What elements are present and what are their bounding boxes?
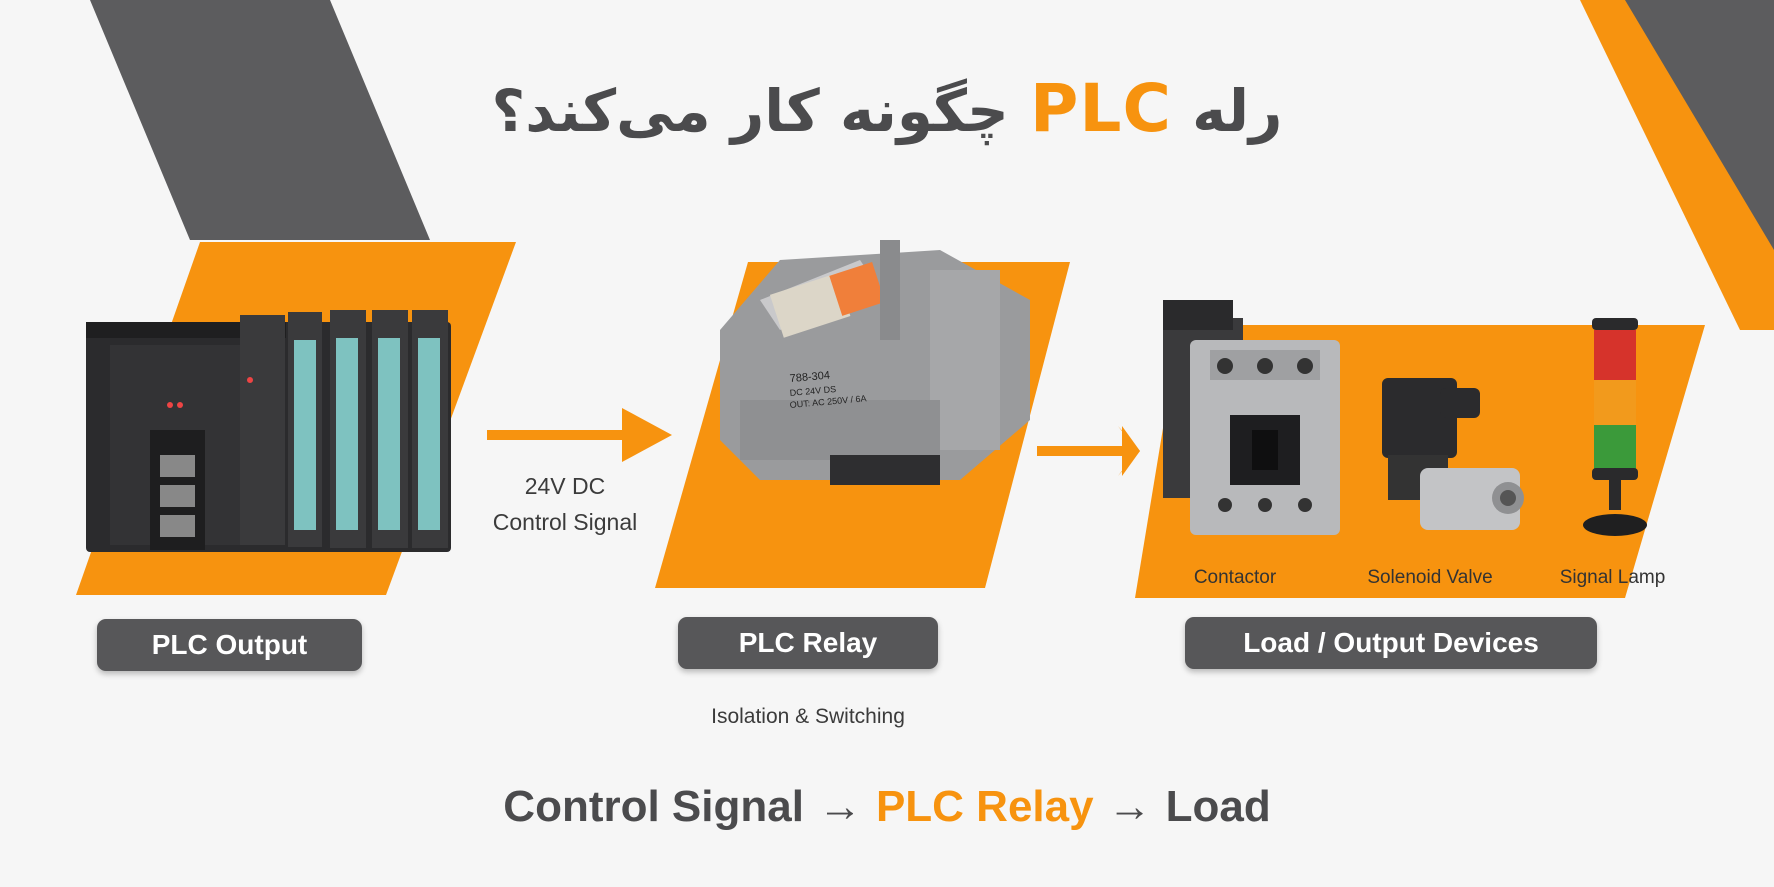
flow-step-load: Load <box>1165 782 1271 831</box>
signal-lamp-icon <box>1583 318 1647 536</box>
signal-lamp-label: Signal Lamp <box>1559 567 1666 588</box>
flow-arrow-2: → <box>1107 782 1152 831</box>
signal-caption-line2: Control Signal <box>492 509 638 535</box>
title-suffix: چگونه کار می‌کند؟ <box>491 77 1009 145</box>
contactor-icon <box>1163 300 1340 535</box>
signal-caption-line1: 24V DC <box>524 473 606 499</box>
left-diagonal-band <box>90 0 430 240</box>
flow-step-control-signal: Control Signal <box>503 782 804 831</box>
flow-arrow-1: → <box>817 782 862 831</box>
plc-device-icon <box>86 310 451 552</box>
contactor-label: Contactor <box>1193 567 1277 588</box>
plc-relay-label: PLC Relay <box>678 617 938 669</box>
relay-coil-label: DC 24V DS <box>789 384 836 398</box>
relay-device-icon: 788-304 DC 24V DS OUT: AC 250V / 6A <box>720 240 1030 485</box>
page-title: رله PLC چگونه کار می‌کند؟ <box>0 70 1774 147</box>
relay-model-label: 788-304 <box>789 370 830 385</box>
solenoid-valve-label: Solenoid Valve <box>1367 567 1493 588</box>
load-devices-label: Load / Output Devices <box>1185 617 1597 669</box>
solenoid-valve-icon <box>1382 378 1524 530</box>
signal-caption: 24V DC Control Signal <box>470 468 660 540</box>
right-gray-band <box>1625 0 1774 250</box>
arrow-relay-to-load <box>1037 426 1140 476</box>
relay-caption: Isolation & Switching <box>711 705 905 728</box>
title-accent: PLC <box>1030 70 1172 147</box>
flow-summary: Control Signal → PLC Relay → Load <box>0 782 1774 832</box>
flow-step-plc-relay: PLC Relay <box>875 782 1094 831</box>
arrow-plc-to-relay <box>487 408 672 462</box>
plc-output-label: PLC Output <box>97 619 362 671</box>
title-prefix: رله <box>1192 77 1283 145</box>
